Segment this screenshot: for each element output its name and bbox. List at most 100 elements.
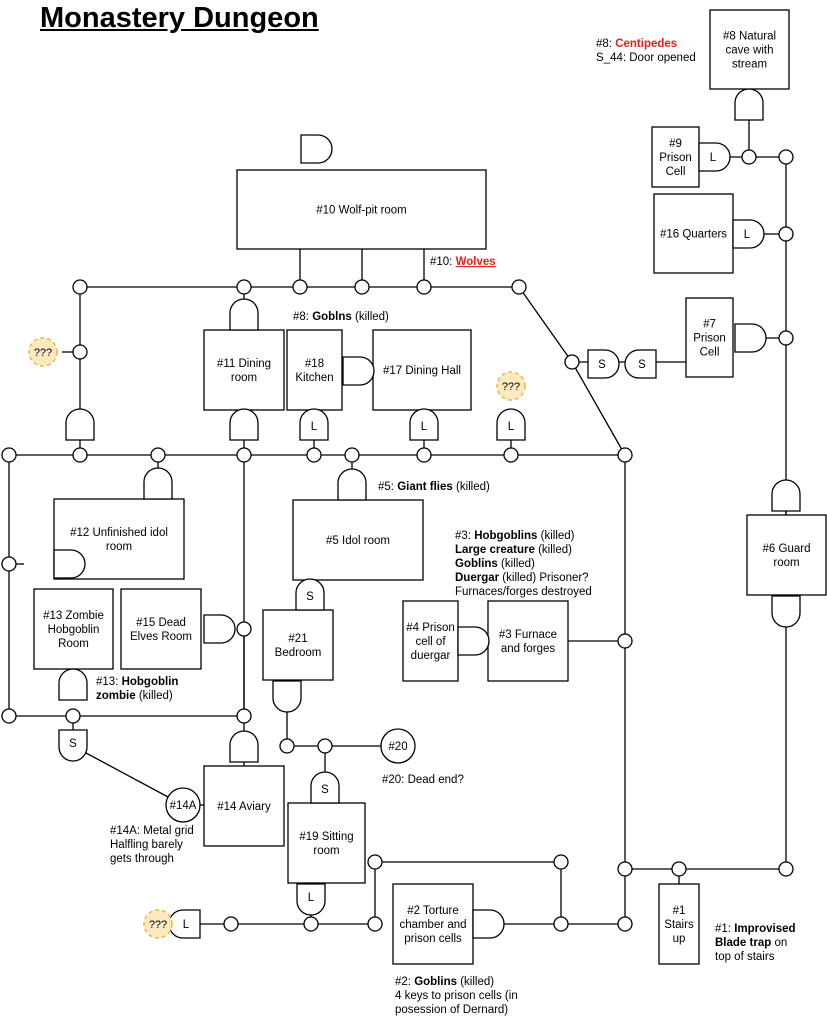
junction-node-34 xyxy=(223,916,239,932)
room-20-circle[interactable]: #20 xyxy=(380,728,416,764)
door-shape xyxy=(272,680,302,713)
door-shape xyxy=(771,479,801,512)
junction-node-26 xyxy=(65,708,81,724)
door-west-idol-unfinished[interactable] xyxy=(53,549,86,579)
door-west-locked[interactable]: L xyxy=(168,909,201,939)
door-shape xyxy=(203,614,236,644)
room-label: Cell xyxy=(700,347,720,359)
door-label: L xyxy=(308,892,315,904)
door-unknown-locked[interactable]: L xyxy=(496,408,526,441)
unknown-south[interactable]: ??? xyxy=(143,909,173,939)
door-label: S xyxy=(638,359,646,371)
door-prison-4[interactable] xyxy=(457,626,490,656)
junction-node-17 xyxy=(306,447,322,463)
room-label: #12 Unfinished idol xyxy=(70,527,168,539)
door-bedroom-secret[interactable]: S xyxy=(295,578,325,611)
door-label: L xyxy=(421,421,428,433)
door-dining-room-south[interactable] xyxy=(229,408,259,441)
door-cell-9-locked[interactable]: L xyxy=(698,142,731,172)
door-dining-room-north[interactable] xyxy=(229,298,259,331)
room-box xyxy=(372,329,472,411)
door-secret-south-west[interactable]: S xyxy=(58,729,88,762)
door-cave[interactable] xyxy=(734,88,764,121)
room-label: #1 xyxy=(673,905,686,917)
junction-node-31 xyxy=(553,854,569,870)
junction-node-38 xyxy=(617,916,633,932)
room-label: room xyxy=(231,372,257,384)
room-14a-circle[interactable]: #14A xyxy=(165,787,201,823)
door-shape xyxy=(300,134,333,164)
door-shape xyxy=(457,626,490,656)
room-label: #9 xyxy=(669,138,682,150)
room-box xyxy=(120,588,202,670)
room-14[interactable]: #14 Aviary xyxy=(203,765,285,847)
room-label: #21 xyxy=(288,633,307,645)
door-zombie-room[interactable] xyxy=(58,668,88,701)
junction-node-33 xyxy=(671,861,687,877)
circle-label: #14A xyxy=(170,800,197,812)
room-label: #5 Idol room xyxy=(326,535,390,547)
room-label: #19 Sitting xyxy=(299,831,353,843)
room-label: #16 Quarters xyxy=(660,229,727,241)
room-box xyxy=(287,802,366,884)
door-label: S xyxy=(306,591,314,603)
note-5: #5: Giant flies (killed) xyxy=(378,481,490,493)
door-shape xyxy=(337,468,367,501)
door-north-corridor[interactable] xyxy=(300,134,333,164)
door-dead-elves[interactable] xyxy=(203,614,236,644)
door-guard-north[interactable] xyxy=(771,479,801,512)
door-sitting-secret[interactable]: S xyxy=(310,771,340,804)
room-16[interactable]: #16 Quarters xyxy=(653,193,734,274)
door-sitting-locked[interactable]: L xyxy=(296,883,326,916)
room-label: and forges xyxy=(501,643,556,655)
door-idol-unfinished[interactable] xyxy=(143,467,173,500)
unknown-center[interactable]: ??? xyxy=(496,371,526,401)
door-shape xyxy=(143,467,173,500)
door-kitchen-hall[interactable] xyxy=(342,356,375,386)
room-box xyxy=(651,126,700,188)
note-goblins: #8: Goblns (killed) xyxy=(293,311,389,323)
door-bedroom-south[interactable] xyxy=(272,680,302,713)
door-torture[interactable] xyxy=(472,909,505,939)
door-aviary[interactable] xyxy=(229,730,259,763)
room-label: room xyxy=(773,557,799,569)
unknown-west[interactable]: ??? xyxy=(28,337,58,367)
note-20: #20: Dead end? xyxy=(382,774,464,786)
room-label: Elves Room xyxy=(130,631,192,643)
note-3: #3: Hobgoblins (killed)Large creature (k… xyxy=(455,530,592,598)
door-shape xyxy=(229,730,259,763)
room-17[interactable]: #17 Dining Hall xyxy=(372,329,472,411)
door-quarters-locked[interactable]: L xyxy=(732,219,765,249)
door-shape xyxy=(310,771,340,804)
door-kitchen-locked[interactable]: L xyxy=(299,408,329,441)
door-secret-7b[interactable]: S xyxy=(624,349,657,379)
room-label: Cell xyxy=(666,166,686,178)
door-idol-room[interactable] xyxy=(337,468,367,501)
room-box xyxy=(236,169,487,250)
door-shape xyxy=(299,408,329,441)
door-dining-hall-locked[interactable]: L xyxy=(409,408,439,441)
door-guard-south[interactable] xyxy=(771,595,801,628)
room-10[interactable]: #10 Wolf-pit room xyxy=(236,169,487,250)
room-5[interactable]: #5 Idol room xyxy=(292,499,424,581)
junction-node-14 xyxy=(72,447,88,463)
door-secret-7a[interactable]: S xyxy=(587,349,620,379)
door-cell-7[interactable] xyxy=(734,323,767,353)
door-west-corridor[interactable] xyxy=(65,408,95,441)
